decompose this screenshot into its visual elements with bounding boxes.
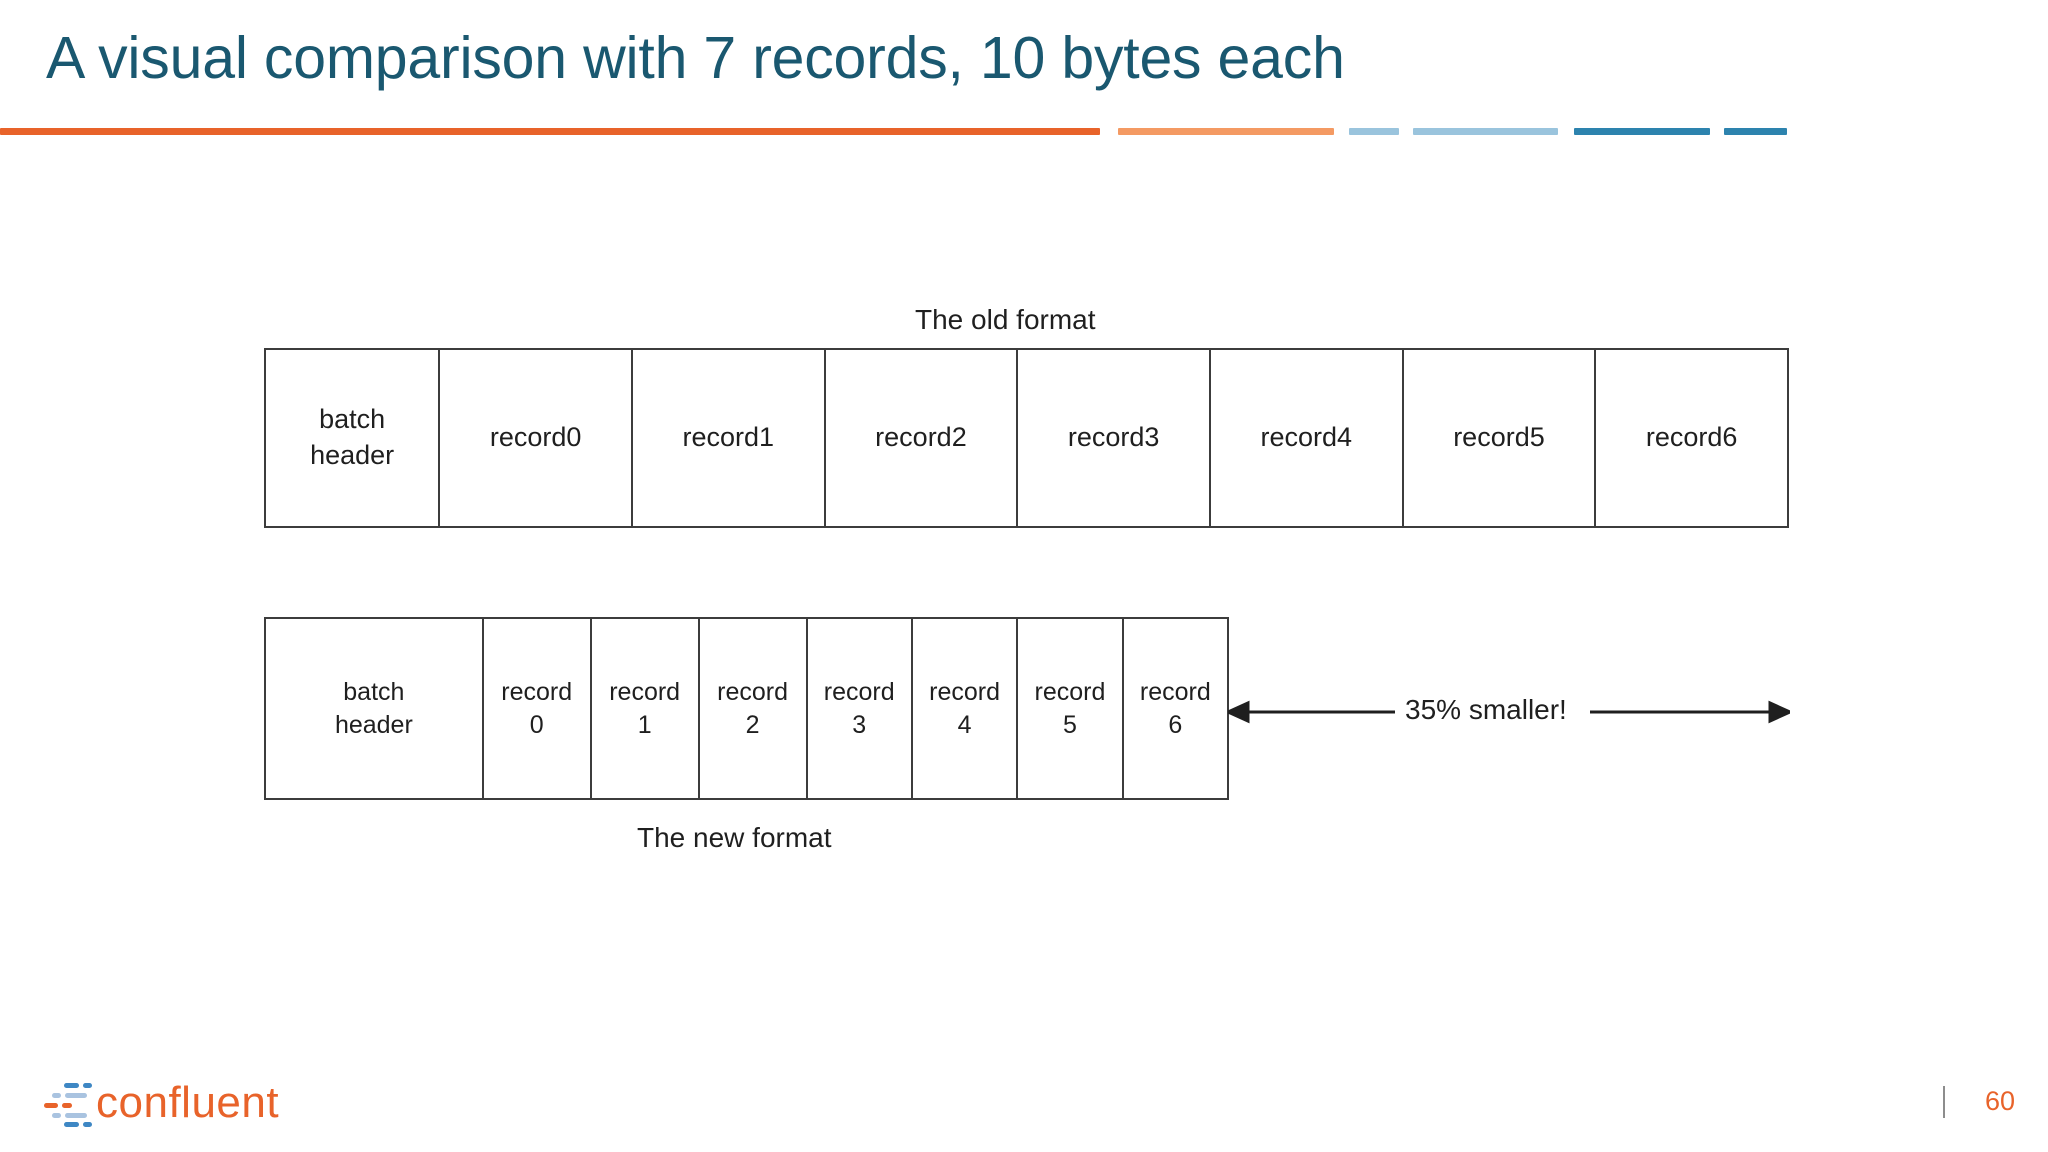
- format-box: record4: [1211, 350, 1404, 526]
- rule-segment-light-orange: [1118, 128, 1334, 135]
- format-box: record6: [1645, 422, 1738, 453]
- rule-segment-main-orange: [0, 128, 1100, 135]
- confluent-logo-mark: [44, 1080, 92, 1127]
- rule-segment-light-blue-short: [1349, 128, 1399, 135]
- format-box: record 3: [808, 619, 913, 798]
- format-box: record 5: [1018, 619, 1124, 798]
- rule-segment-light-blue-long: [1413, 128, 1558, 135]
- page-number-divider: [1943, 1086, 1945, 1118]
- new-format-label: The new format: [637, 822, 832, 853]
- rule-segment-dark-blue-long: [1574, 128, 1710, 135]
- format-box: record3: [1018, 350, 1211, 526]
- format-box: record 1: [592, 619, 700, 798]
- format-box: record 6: [1139, 677, 1211, 739]
- page-number: 60: [1985, 1086, 2016, 1116]
- page-title: A visual comparison with 7 records, 10 b…: [46, 25, 1345, 91]
- format-box: record0: [440, 350, 633, 526]
- format-box: record 0: [484, 619, 592, 798]
- format-box: record2: [826, 350, 1019, 526]
- size-comparison-label: 35% smaller!: [1395, 694, 1577, 726]
- format-box: record1: [633, 350, 826, 526]
- confluent-logo: confluent: [44, 1078, 279, 1128]
- rule-segment-dark-blue-short: [1724, 128, 1787, 135]
- format-box: batch header: [266, 619, 484, 798]
- format-box: record 2: [700, 619, 808, 798]
- format-box: record 4: [913, 619, 1019, 798]
- old-format-label: The old format: [915, 304, 1096, 335]
- confluent-wordmark: confluent: [96, 1078, 280, 1127]
- format-box: batch header: [266, 350, 441, 526]
- format-box: record5: [1404, 350, 1597, 526]
